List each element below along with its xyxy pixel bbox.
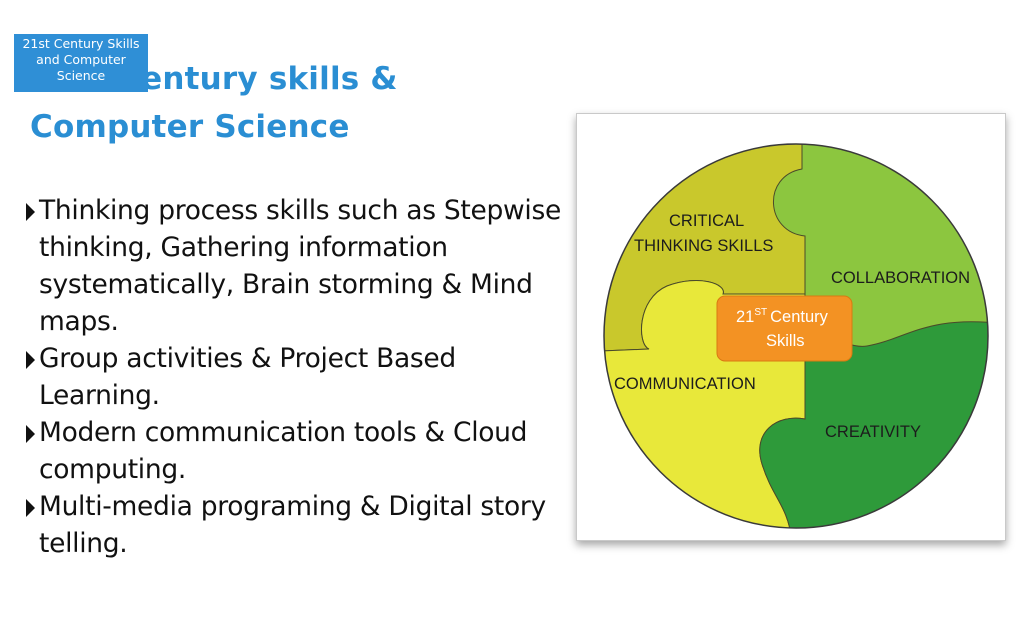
bullet-item: Modern communication tools & Cloud compu…: [26, 414, 575, 488]
collaboration-label: COLLABORATION: [831, 269, 970, 287]
center-label-line-2: Skills: [766, 332, 805, 350]
bullet-arrow-icon: [26, 203, 35, 221]
bullet-list: Thinking process skills such as Stepwise…: [26, 192, 575, 562]
bullet-text: Multi-media programing & Digital story t…: [39, 491, 546, 559]
bullet-arrow-icon: [26, 351, 35, 369]
puzzle-outline: [603, 143, 989, 529]
puzzle-diagram: CRITICAL THINKING SKILLS COLLABORATION C…: [603, 143, 989, 529]
bullet-item: Group activities & Project Based Learnin…: [26, 340, 575, 414]
section-tag: 21st Century Skills and Computer Science: [14, 34, 148, 92]
critical-label-line-2: THINKING SKILLS: [634, 237, 773, 255]
creativity-label: CREATIVITY: [825, 423, 921, 441]
bullet-text: Thinking process skills such as Stepwise…: [39, 195, 561, 337]
center-superscript: ST: [754, 307, 767, 318]
section-tag-line-1: 21st Century Skills: [22, 36, 140, 51]
bullet-arrow-icon: [26, 499, 35, 517]
center-skills-box: [716, 295, 853, 362]
bullet-item: Multi-media programing & Digital story t…: [26, 488, 575, 562]
center-word: Century: [770, 308, 829, 326]
skills-puzzle-image: CRITICAL THINKING SKILLS COLLABORATION C…: [576, 113, 1006, 541]
section-tag-line-2: and Computer: [36, 52, 126, 67]
critical-label-line-1: CRITICAL: [669, 212, 744, 230]
communication-label: COMMUNICATION: [614, 375, 756, 393]
section-tag-line-3: Science: [56, 68, 106, 83]
bullet-text: Group activities & Project Based Learnin…: [39, 343, 456, 411]
bullet-text: Modern communication tools & Cloud compu…: [39, 417, 528, 485]
bullet-item: Thinking process skills such as Stepwise…: [26, 192, 575, 340]
bullet-arrow-icon: [26, 425, 35, 443]
center-number: 21: [736, 308, 754, 326]
